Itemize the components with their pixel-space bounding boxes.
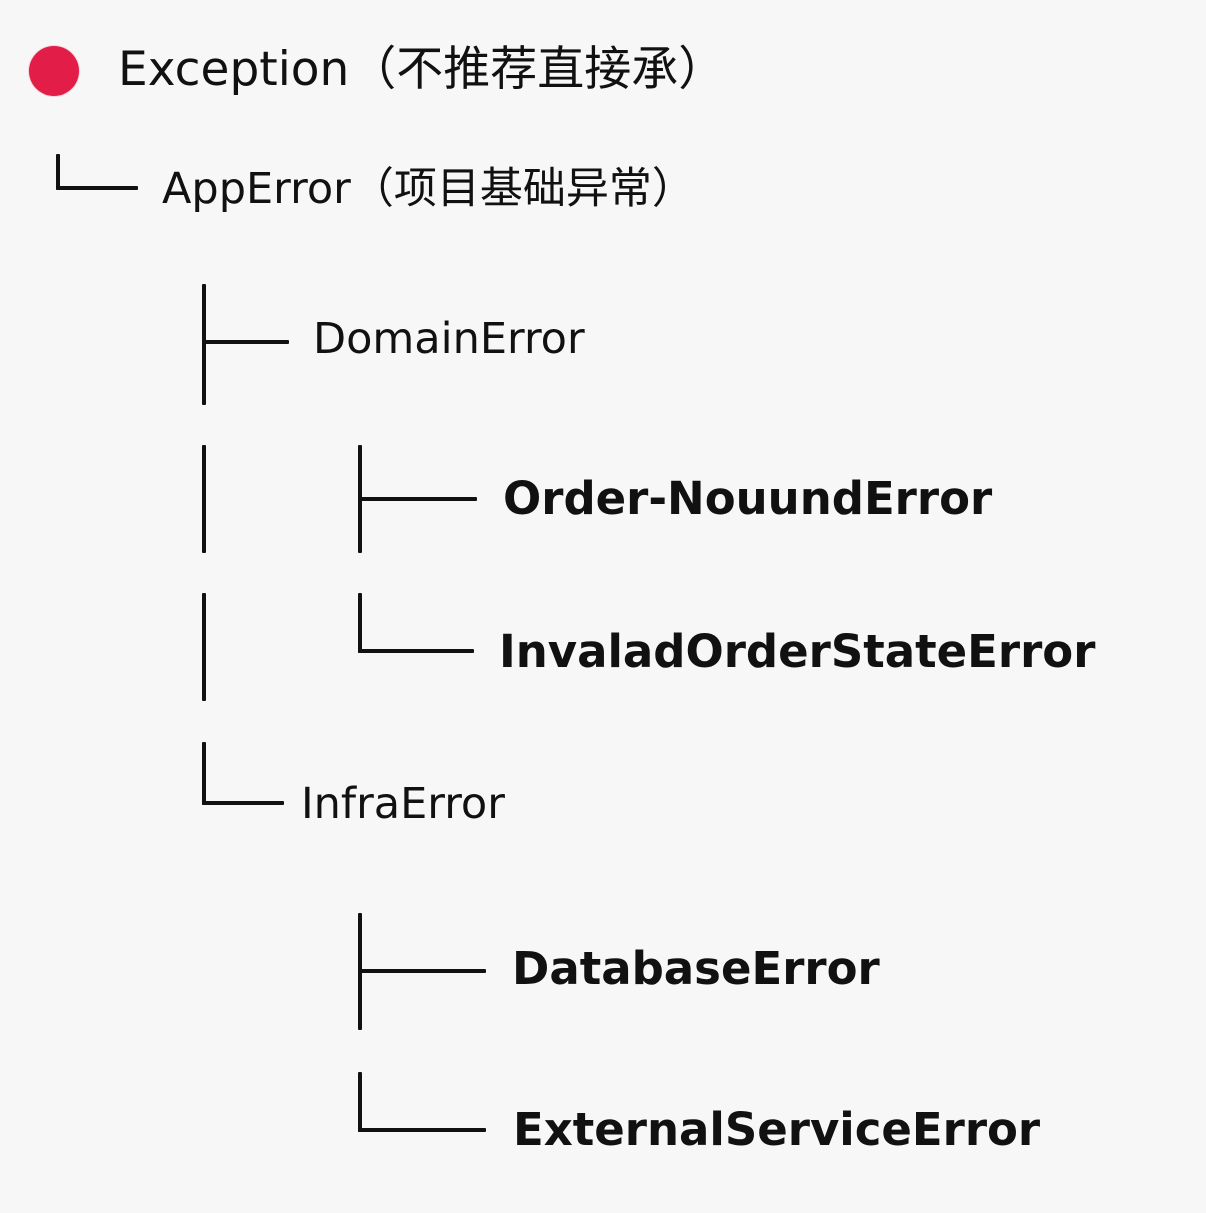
domainerror-connector-vertical	[202, 284, 206, 405]
domainerror-connector-horizontal	[202, 340, 289, 344]
root-exception-label: Exception（不推荐直接承）	[118, 42, 726, 97]
databaseerror-connector-horizontal	[358, 969, 486, 973]
invalid-order-state-error-node: InvaladOrderStateError	[499, 625, 1096, 678]
invalidorderstate-connector-vertical	[358, 593, 362, 653]
infraerror-connector-horizontal	[202, 801, 284, 805]
externalserviceerror-connector-vertical	[358, 1072, 362, 1132]
external-service-error-node: ExternalServiceError	[513, 1103, 1041, 1156]
ordernotfound-connector-horizontal	[358, 497, 477, 501]
app-error-node: AppError（项目基础异常）	[162, 164, 695, 214]
appbranch-vertical-segment-1	[202, 445, 206, 553]
apperror-connector-vertical	[56, 154, 60, 190]
infra-error-node: InfraError	[301, 779, 505, 829]
apperror-connector-horizontal	[56, 186, 138, 190]
externalserviceerror-connector-horizontal	[358, 1128, 486, 1132]
invalidorderstate-connector-horizontal	[358, 649, 474, 653]
infraerror-connector-vertical	[202, 742, 206, 805]
order-not-found-error-node: Order-NouundError	[503, 472, 993, 525]
root-marker-dot	[29, 46, 79, 96]
database-error-node: DatabaseError	[512, 942, 880, 995]
domain-error-node: DomainError	[313, 314, 585, 364]
appbranch-vertical-segment-2	[202, 593, 206, 701]
